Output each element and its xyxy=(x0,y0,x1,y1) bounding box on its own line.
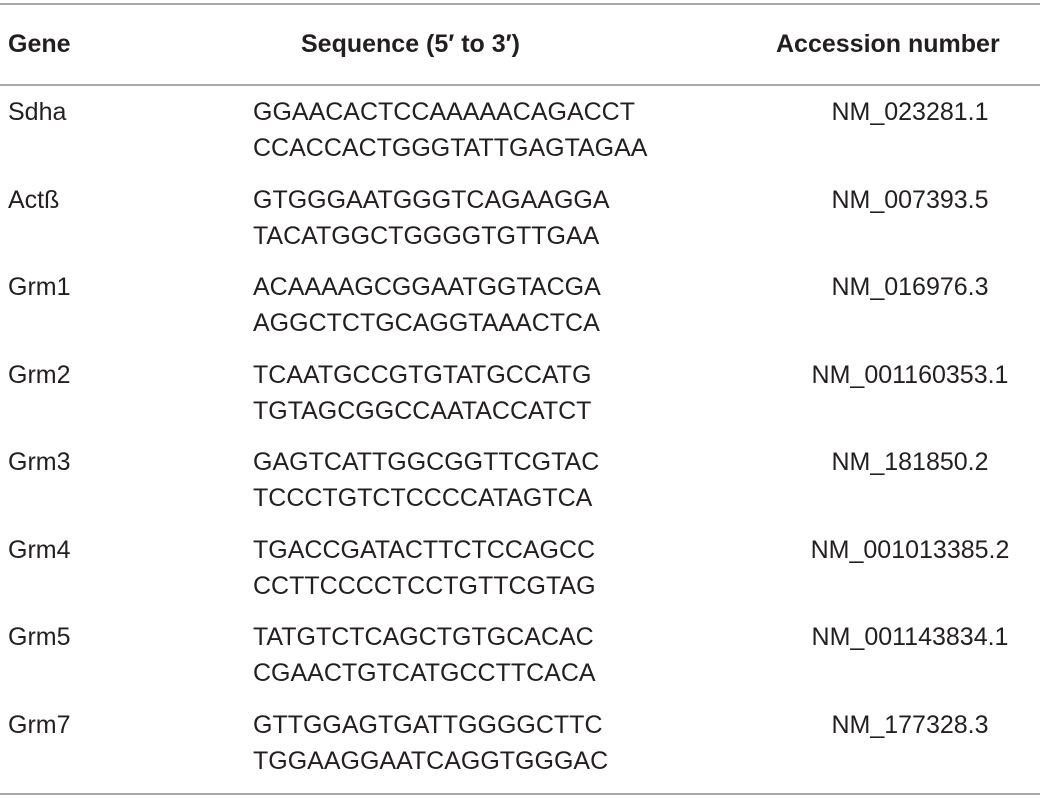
forward-primer: GAGTCATTGGCGGTTCGTAC xyxy=(253,448,600,476)
table-row: Grm1 ACAAAAGCGGAATGGTACGA AGGCTCTGCAGGTA… xyxy=(0,269,1040,357)
table-row: Grm7 GTTGGAGTGATTGGGGCTTC TGGAAGGAATCAGG… xyxy=(0,707,1040,795)
accession-cell: NM_007393.5 xyxy=(831,185,989,214)
gene-cell: Sdha xyxy=(8,98,67,126)
reverse-primer: TGGAAGGAATCAGGTGGGAC xyxy=(253,746,609,775)
reverse-primer: AGGCTCTGCAGGTAAACTCA xyxy=(253,309,600,337)
table-header-row: Gene Sequence (5′ to 3′) Accession numbe… xyxy=(0,24,1040,64)
forward-primer: TCAATGCCGTGTATGCCATG xyxy=(253,360,592,389)
reverse-primer: CGAACTGTCATGCCTTCACA xyxy=(253,659,596,687)
forward-primer: TGACCGATACTTCTCCAGCC xyxy=(253,535,596,564)
gene-cell: Grm3 xyxy=(8,448,71,476)
accession-cell: NM_001013385.2 xyxy=(810,535,1010,564)
accession-cell: NM_016976.3 xyxy=(831,273,989,301)
sequence-cell: GAGTCATTGGCGGTTCGTAC TCCCTGTCTCCCCATAGTC… xyxy=(253,444,599,516)
table-row: Grm5 TATGTCTCAGCTGTGCACAC CGAACTGTCATGCC… xyxy=(0,619,1040,707)
table-row: Grm4 TGACCGATACTTCTCCAGCC CCTTCCCCTCCTGT… xyxy=(0,532,1040,620)
gene-cell: Grm1 xyxy=(8,273,71,301)
forward-primer: ACAAAAGCGGAATGGTACGA xyxy=(253,273,601,301)
forward-primer: GTTGGAGTGATTGGGGCTTC xyxy=(253,710,603,739)
accession-cell: NM_023281.1 xyxy=(831,98,989,126)
forward-primer: GTGGGAATGGGTCAGAAGGA xyxy=(253,185,610,214)
gene-cell: Grm4 xyxy=(8,535,71,564)
gene-cell: Grm7 xyxy=(8,710,71,739)
forward-primer: TATGTCTCAGCTGTGCACAC xyxy=(253,623,594,651)
sequence-cell: TATGTCTCAGCTGTGCACAC CGAACTGTCATGCCTTCAC… xyxy=(253,619,596,691)
sequence-cell: GTGGGAATGGGTCAGAAGGA TACATGGCTGGGGTGTTGA… xyxy=(253,182,610,254)
table-row: Sdha GGAACACTCCAAAAACAGACCT CCACCACTGGGT… xyxy=(0,94,1040,182)
reverse-primer: TCCCTGTCTCCCCATAGTCA xyxy=(253,484,593,512)
sequence-cell: TGACCGATACTTCTCCAGCC CCTTCCCCTCCTGTTCGTA… xyxy=(253,532,596,604)
sequence-cell: GTTGGAGTGATTGGGGCTTC TGGAAGGAATCAGGTGGGA… xyxy=(253,707,608,779)
gene-cell: Actß xyxy=(8,185,60,214)
table-row: Grm3 GAGTCATTGGCGGTTCGTAC TCCCTGTCTCCCCA… xyxy=(0,444,1040,532)
reverse-primer: TACATGGCTGGGGTGTTGAA xyxy=(253,221,600,250)
header-gene: Gene xyxy=(8,30,71,58)
reverse-primer: CCTTCCCCTCCTGTTCGTAG xyxy=(253,571,596,600)
sequence-cell: ACAAAAGCGGAATGGTACGA AGGCTCTGCAGGTAAACTC… xyxy=(253,269,601,341)
table-row: Actß GTGGGAATGGGTCAGAAGGA TACATGGCTGGGGT… xyxy=(0,182,1040,270)
header-sequence: Sequence (5′ to 3′) xyxy=(301,30,520,58)
table-bottom-rule xyxy=(0,793,1040,795)
table-top-rule xyxy=(0,3,1040,5)
header-accession: Accession number xyxy=(776,30,1000,58)
accession-cell: NM_181850.2 xyxy=(831,448,989,476)
sequence-cell: TCAATGCCGTGTATGCCATG TGTAGCGGCCAATACCATC… xyxy=(253,357,591,429)
accession-cell: NM_001160353.1 xyxy=(811,360,1009,389)
gene-cell: Grm2 xyxy=(8,360,71,389)
reverse-primer: CCACCACTGGGTATTGAGTAGAA xyxy=(253,134,648,162)
reverse-primer: TGTAGCGGCCAATACCATCT xyxy=(253,396,592,425)
accession-cell: NM_001143834.1 xyxy=(811,623,1009,651)
forward-primer: GGAACACTCCAAAAACAGACCT xyxy=(253,98,636,126)
table-row: Grm2 TCAATGCCGTGTATGCCATG TGTAGCGGCCAATA… xyxy=(0,357,1040,445)
table-body: Sdha GGAACACTCCAAAAACAGACCT CCACCACTGGGT… xyxy=(0,94,1040,794)
table-header-rule xyxy=(0,84,1040,86)
sequence-cell: GGAACACTCCAAAAACAGACCT CCACCACTGGGTATTGA… xyxy=(253,94,647,166)
accession-cell: NM_177328.3 xyxy=(831,710,989,739)
gene-cell: Grm5 xyxy=(8,623,71,651)
